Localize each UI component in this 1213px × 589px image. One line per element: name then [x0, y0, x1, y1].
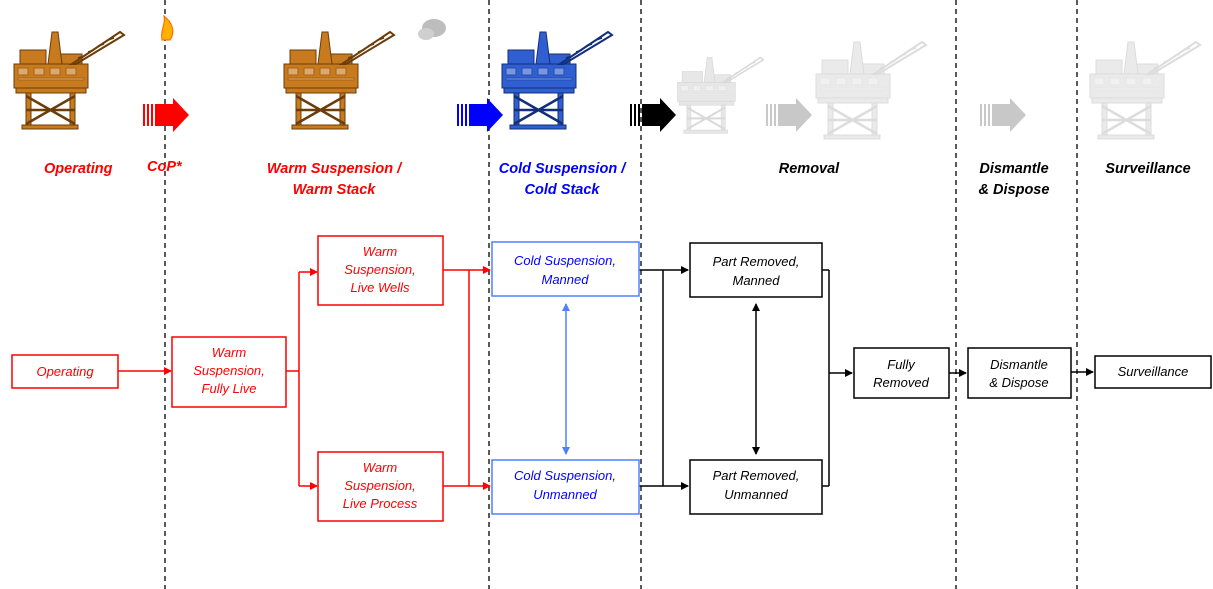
box-operating: Operating: [11, 354, 119, 389]
box-surveillance-line1: Surveillance: [1118, 364, 1189, 379]
box-warm-live-process: Warm Suspension, Live Process: [317, 451, 444, 522]
platform-faded-icon: [1088, 40, 1202, 141]
transition-arrow-icon: [630, 98, 676, 132]
box-cold-manned-line1: Cold Suspension,: [514, 253, 616, 268]
box-part-manned-line1: Part Removed,: [713, 254, 800, 269]
state-boxes: Operating Warm Suspension, Fully Live Wa…: [11, 235, 1212, 522]
transition-arrow-icon: [143, 98, 189, 132]
box-warm-live-wells-line2: Suspension,: [344, 262, 416, 277]
connectors: [118, 266, 1094, 490]
box-cold-unmanned-line1: Cold Suspension,: [514, 468, 616, 483]
box-part-unmanned-line2: Unmanned: [724, 487, 788, 502]
phase-surveillance: Surveillance: [1105, 161, 1190, 177]
box-fully-removed-line2: Removed: [873, 375, 929, 390]
box-part-manned-line2: Manned: [733, 273, 781, 288]
box-cold-manned-line2: Manned: [542, 272, 590, 287]
phase-warm-line2: Warm Stack: [293, 182, 377, 198]
box-operating-line1: Operating: [36, 364, 94, 379]
box-cold-unmanned-line2: Unmanned: [533, 487, 597, 502]
phase-dismantle-line2: & Dispose: [979, 182, 1050, 198]
box-fully-removed: Fully Removed: [853, 347, 950, 399]
box-warm-fully-live-line1: Warm: [212, 345, 247, 360]
phase-warm-line1: Warm Suspension /: [267, 161, 403, 177]
platform-faded-icon: [814, 40, 928, 141]
box-part-manned: Part Removed, Manned: [689, 242, 823, 298]
box-warm-fully-live-line3: Fully Live: [202, 381, 257, 396]
box-cold-manned: Cold Suspension, Manned: [491, 241, 640, 297]
box-warm-fully-live-line2: Suspension,: [193, 363, 265, 378]
transition-arrow-icon: [457, 98, 503, 132]
phase-labels: Operating CoP* Warm Suspension / Warm St…: [44, 159, 1191, 198]
phase-dismantle-line1: Dismantle: [979, 161, 1048, 177]
box-warm-live-process-line3: Live Process: [343, 496, 418, 511]
transition-arrow-icon: [980, 98, 1026, 132]
box-warm-live-wells-line1: Warm: [363, 244, 398, 259]
box-dismantle: Dismantle & Dispose: [967, 347, 1072, 399]
phase-separators: [164, 0, 1078, 589]
platform-cold-icon: [500, 30, 614, 131]
phase-cop: CoP*: [147, 159, 183, 175]
box-warm-live-wells: Warm Suspension, Live Wells: [317, 235, 444, 306]
box-part-unmanned: Part Removed, Unmanned: [689, 459, 823, 515]
box-dismantle-line1: Dismantle: [990, 357, 1048, 372]
platform-smoke-icon: [282, 19, 446, 131]
platform-flare-icon: [12, 14, 174, 131]
box-warm-live-process-line1: Warm: [363, 460, 398, 475]
box-cold-unmanned: Cold Suspension, Unmanned: [491, 459, 640, 515]
box-warm-fully-live: Warm Suspension, Fully Live: [171, 336, 287, 408]
phase-cold-line1: Cold Suspension /: [499, 161, 627, 177]
box-part-unmanned-line1: Part Removed,: [713, 468, 800, 483]
box-fully-removed-line1: Fully: [887, 357, 916, 372]
box-warm-live-wells-line3: Live Wells: [350, 280, 410, 295]
box-surveillance: Surveillance: [1094, 355, 1212, 389]
platform-faded-icon: [676, 56, 765, 135]
phase-cold-line2: Cold Stack: [525, 182, 601, 198]
box-warm-live-process-line2: Suspension,: [344, 478, 416, 493]
transition-arrow-icon: [766, 98, 812, 132]
phase-operating: Operating: [44, 161, 113, 177]
box-dismantle-line2: & Dispose: [989, 375, 1048, 390]
phase-removal: Removal: [779, 161, 840, 177]
